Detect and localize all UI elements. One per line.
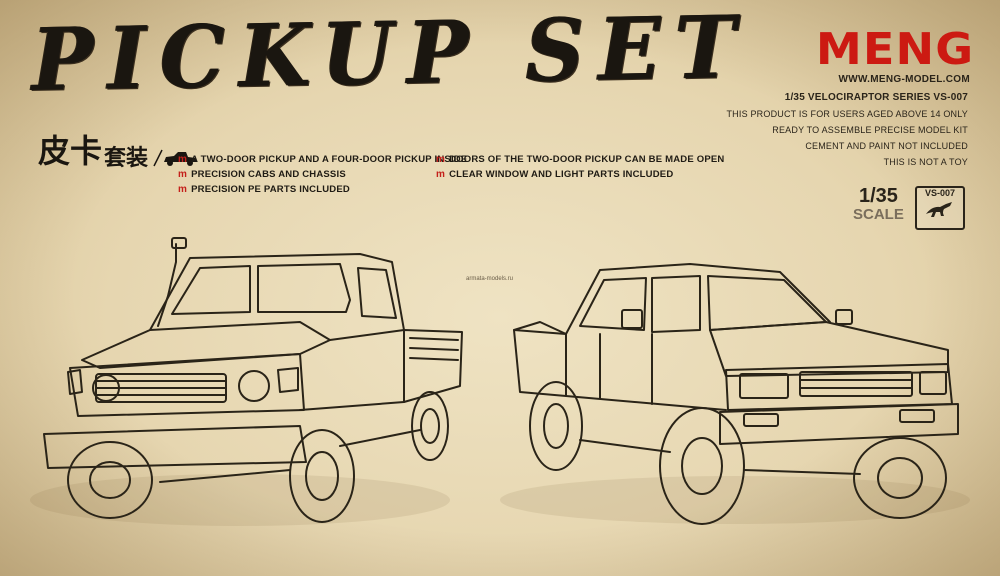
brand-url: WWW.MENG-MODEL.COM: [838, 74, 970, 85]
scale-label: 1/35 SCALE: [853, 186, 904, 224]
feature-bullet: m: [178, 184, 188, 195]
brand-logo: MENG WWW.MENG-MODEL.COM: [802, 28, 973, 86]
scale-ratio: 1/35: [858, 185, 898, 207]
info-line: THIS IS NOT A TOY: [883, 157, 968, 167]
four-door-pickup: [513, 263, 959, 525]
chinese-title-main: 皮卡: [38, 132, 103, 170]
badge-code: VS-007: [924, 188, 956, 198]
info-line: THIS PRODUCT IS FOR USERS AGED ABOVE 14 …: [726, 109, 968, 119]
product-info: 1/35 VELOCIRAPTOR SERIES VS-007 THIS PRO…: [726, 90, 968, 170]
feature-bullet: m: [436, 154, 446, 165]
feature-bullet: m: [178, 169, 188, 180]
chinese-title-sub: 套装: [104, 146, 149, 171]
chinese-title: 皮卡 套装: [38, 126, 200, 172]
velociraptor-icon: [926, 202, 952, 217]
info-line: CEMENT AND PAINT NOT INCLUDED: [805, 141, 968, 151]
info-line: READY TO ASSEMBLE PRECISE MODEL KIT: [772, 125, 968, 135]
scale-word: SCALE: [853, 206, 904, 223]
two-door-pickup: [43, 237, 463, 523]
pickup-silhouette-icon: [153, 149, 198, 167]
watermark: armata-models.ru: [466, 276, 514, 282]
feature-bullet: m: [436, 169, 446, 180]
series-badge: VS-007: [915, 186, 965, 230]
brand-name: MENG: [815, 24, 975, 75]
series-line: 1/35 VELOCIRAPTOR SERIES VS-007: [784, 92, 968, 103]
feature-bullet: m: [178, 154, 188, 165]
